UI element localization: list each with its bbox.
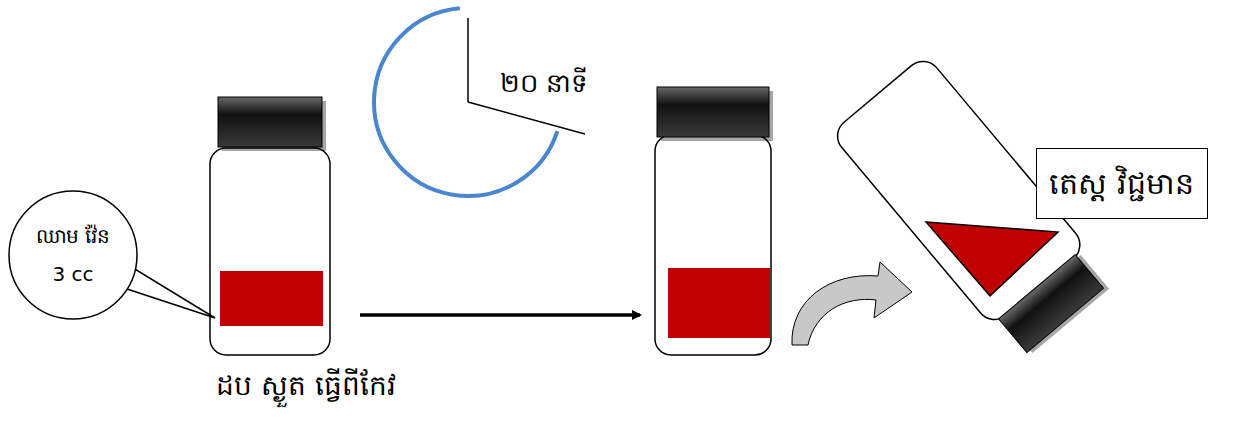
bubble-circle <box>9 191 137 319</box>
glass-bottle <box>210 97 330 355</box>
node-text: ២០ នាទី <box>500 64 588 103</box>
glass-bottle <box>655 87 773 355</box>
node-text: ឈាម វ៉ែន 3 cc <box>27 217 119 293</box>
clock-hand <box>467 18 469 102</box>
bubble-outline <box>8 190 138 320</box>
speech-bubble: ឈាម វ៉ែន 3 cc <box>8 190 138 320</box>
clock-arc <box>374 8 557 196</box>
clock-hand <box>468 102 585 134</box>
bottle-caption: ដប ស្ងួត ធ្វើពីកែវ <box>216 368 396 409</box>
timer-clock: ២០ នាទី <box>372 4 572 204</box>
clock-face <box>372 4 572 204</box>
turn-arrow <box>792 262 912 345</box>
result-box: តេស្ត វិជ្ជមាន <box>1036 148 1208 219</box>
node-text: តេស្ត វិជ្ជមាន <box>1049 161 1195 206</box>
process-arrow <box>360 313 640 317</box>
